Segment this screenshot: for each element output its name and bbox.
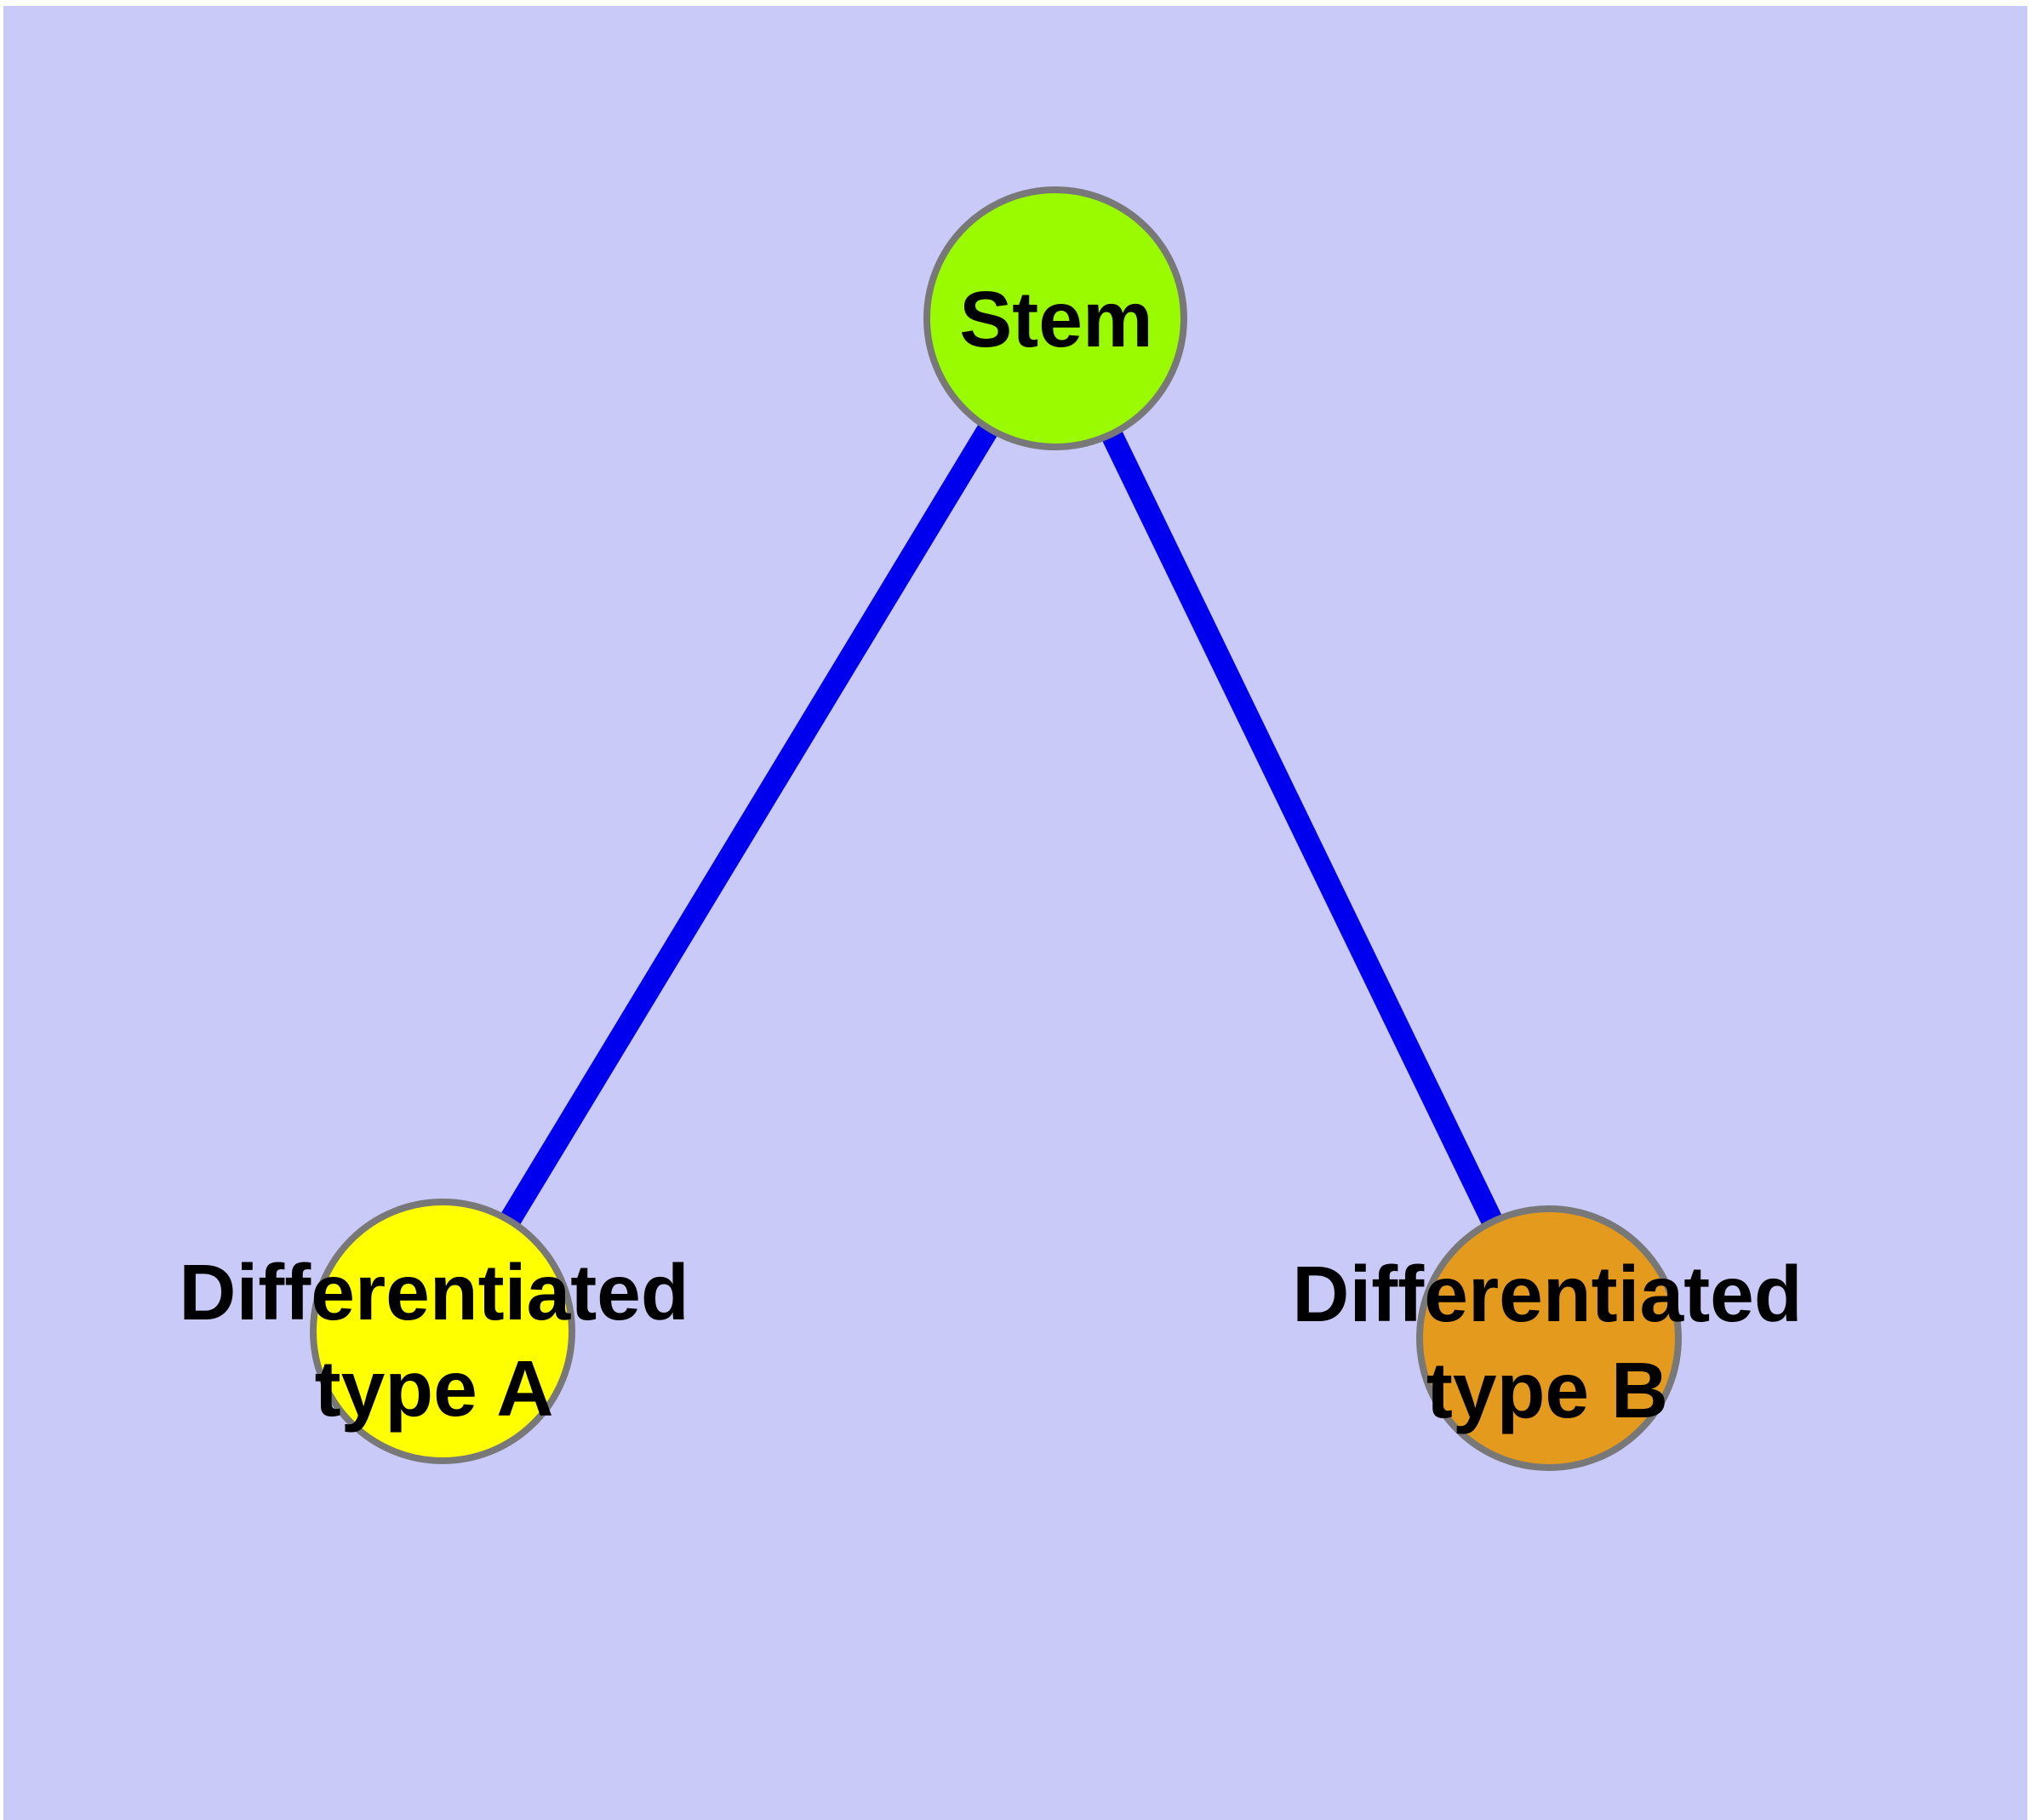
- type-b-node-label-line1: Differentiated: [1292, 1250, 1802, 1338]
- edge-stem-to-type-b: [1045, 313, 1559, 1343]
- stem-node: [923, 186, 1187, 450]
- type-b-node: [1416, 1205, 1682, 1471]
- type-a-node-label-line1: Differentiated: [179, 1248, 689, 1336]
- type-b-node-label-line2: type B: [1426, 1346, 1668, 1434]
- edge-stem-to-type-a: [432, 312, 1066, 1337]
- stem-node-label: Stem: [959, 275, 1152, 363]
- type-a-node-label-line2: type A: [315, 1344, 554, 1433]
- type-a-node: [310, 1199, 575, 1464]
